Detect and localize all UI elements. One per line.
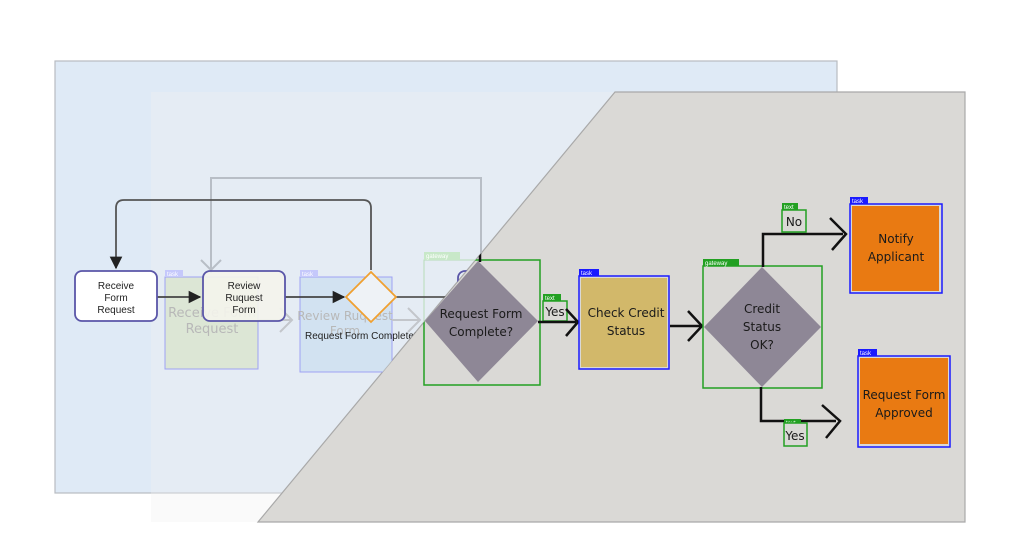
ghost-task-1-line2: Request — [186, 322, 239, 337]
edge-label-no: text No — [781, 203, 807, 233]
check-task-line2: Status — [607, 324, 645, 338]
task-review-line1: Review — [228, 281, 262, 292]
gw2-line3: OK? — [750, 338, 774, 352]
gw2-line1: Credit — [744, 302, 780, 316]
approved-task-tag: task — [860, 351, 872, 357]
ghost-gateway-tag: gateway — [426, 254, 448, 260]
edge-label-yes-1-text: Yes — [544, 305, 564, 319]
sketch-task-notify-applicant[interactable]: task Notify Applicant — [849, 197, 943, 294]
sketch-gateway-credit-status-ok[interactable]: gateway Credit Status OK? — [702, 259, 823, 389]
sketch-task-request-form-approved[interactable]: task Request Form Approved — [857, 349, 951, 448]
ghost-task-2-line2: Form — [330, 324, 360, 338]
sketch-task-check-credit-status[interactable]: task Check Credit Status — [578, 269, 670, 370]
check-task-line1: Check Credit — [588, 306, 665, 320]
sketch-gw1-line1: Request Form — [440, 307, 523, 321]
task-receive-form-request[interactable]: Receive Form Request — [74, 270, 158, 322]
task-review-request-form[interactable]: Review Ruquest Form — [202, 270, 286, 322]
ghost-sketch-arrow-2 — [392, 307, 422, 333]
sketch-edge-gw2-notify — [761, 217, 848, 267]
gw2-tag: gateway — [705, 261, 727, 267]
ghost-loop-arrowhead — [200, 259, 222, 272]
task-review-line2: Ruquest — [225, 293, 262, 304]
approved-task-line2: Approved — [875, 406, 933, 420]
check-task-tag: task — [581, 271, 593, 277]
notify-task-tag: task — [852, 199, 864, 205]
edge-label-yes-2: text Yes — [783, 419, 808, 447]
sketch-edge-gw2-approved — [759, 387, 842, 439]
task-receive-line1: Receive — [98, 281, 135, 292]
sketch-edge-gw1-check — [538, 308, 580, 337]
approved-task-line1: Request Form — [863, 388, 946, 402]
gateway-request-form-complete[interactable]: Request Form Complete? — [305, 270, 420, 342]
sketch-edge-check-gw2 — [670, 310, 704, 342]
task-receive-line3: Request — [97, 305, 134, 316]
edge-label-no-text: No — [786, 215, 802, 229]
loop-edge — [109, 199, 372, 270]
sketch-gateway-request-form-complete[interactable]: Request Form Complete? — [425, 261, 538, 382]
edge-label-yes-2-text: Yes — [784, 429, 804, 443]
sketch-gw1-line2: Complete? — [449, 325, 513, 339]
notify-task-line1: Notify — [878, 232, 913, 246]
gateway-digital-label: Request Form Complete? — [305, 331, 420, 342]
edge-label-yes-1-tag: text — [545, 296, 555, 302]
task-receive-line2: Form — [104, 293, 127, 304]
task-review-line3: Form — [232, 305, 255, 316]
edge-label-no-tag: text — [784, 205, 794, 211]
gw2-line2: Status — [743, 320, 781, 334]
notify-task-line2: Applicant — [868, 250, 925, 264]
ghost-loop-edge — [210, 177, 482, 273]
ghost-task-1-tag: task — [167, 272, 179, 278]
ghost-task-2-tag: task — [302, 272, 314, 278]
